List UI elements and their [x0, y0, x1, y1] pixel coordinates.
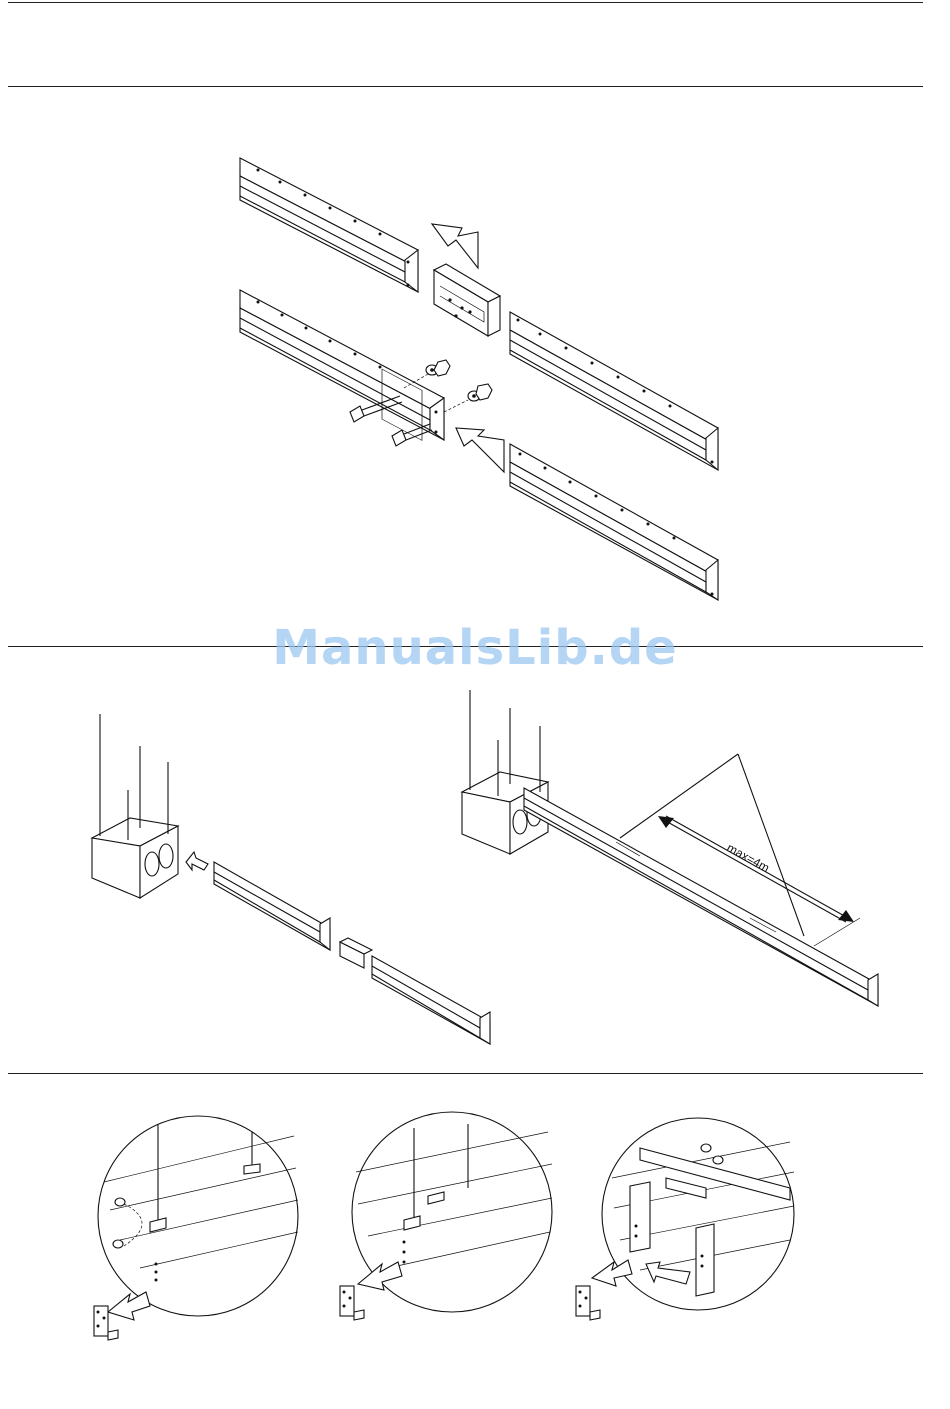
section3-brackets: [94, 1112, 794, 1340]
rail-assembled-long: [524, 788, 878, 1006]
arrow-box-left-icon: [186, 852, 208, 870]
hanger-line-right: [738, 754, 804, 936]
hanger-line-left: [620, 754, 738, 838]
detail-circle-1: [94, 1116, 298, 1340]
junction-box-left: [92, 714, 178, 898]
detail-circle-3: [576, 1118, 794, 1320]
rail-right-upper: [510, 312, 718, 470]
connector-section2: [340, 938, 372, 968]
rail-upper-left: [240, 158, 418, 292]
arrow-bracket-2-icon: [358, 1262, 402, 1290]
extension-line: [814, 918, 860, 946]
watermark: ManualsLib.de: [0, 620, 950, 676]
section1-rail-joint: [240, 158, 718, 600]
arrow-bracket-3b-icon: [646, 1262, 690, 1284]
arrow-bracket-1-icon: [108, 1292, 150, 1320]
detail-circle-2: [340, 1112, 552, 1320]
rail-middle-left: [240, 290, 444, 440]
nut-washer-lower: [444, 384, 492, 412]
junction-box-right: [462, 690, 548, 854]
arrow-left-icon: [456, 428, 504, 472]
section2-suspension: max=4m: [92, 690, 878, 1044]
bracket-part-2: [340, 1286, 364, 1320]
connector-piece: [434, 264, 500, 336]
rail-section2-left: [214, 862, 330, 950]
arrow-bracket-3a-icon: [592, 1260, 632, 1286]
bracket-part-3: [576, 1286, 600, 1320]
arrow-up-left-icon: [432, 224, 478, 268]
rail-section2-right: [372, 956, 490, 1044]
rail-right-lower: [510, 444, 718, 600]
